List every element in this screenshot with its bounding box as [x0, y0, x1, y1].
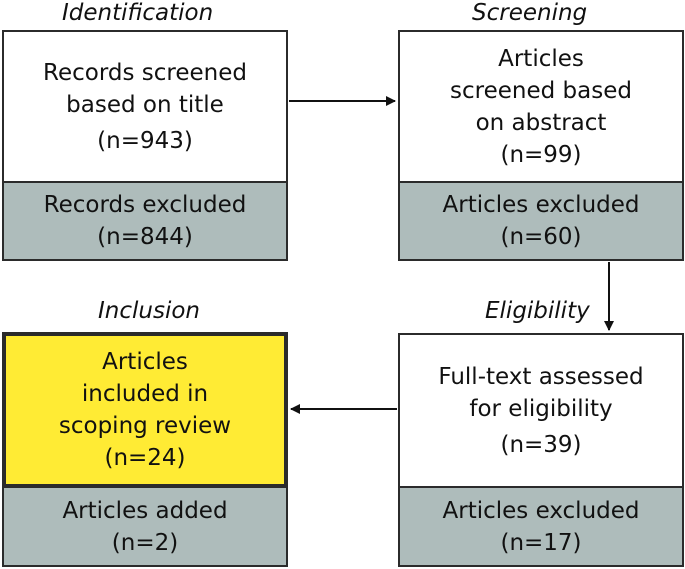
included-articles-box: Articles included in scoping review (n=2…: [2, 332, 288, 488]
articles-added-label: Articles added: [62, 497, 228, 524]
records-excluded-count: (n=844): [97, 224, 193, 250]
fulltext-excluded-label: Articles excluded: [442, 497, 640, 524]
abstract-screening-line-2: screened based: [450, 77, 632, 104]
abstract-screening-box: Articles screened based on abstract (n=9…: [398, 30, 684, 183]
title-screening-line-2: based on title: [66, 91, 224, 118]
records-excluded-label: Records excluded: [43, 192, 247, 218]
stage-label-inclusion: Inclusion: [98, 298, 200, 324]
abstract-screening-line-1: Articles: [498, 45, 584, 72]
stage-label-identification: Identification: [62, 0, 214, 26]
included-articles-line-2: included in: [81, 381, 209, 407]
fulltext-assessment-line-1: Full-text assessed: [438, 363, 644, 390]
fulltext-excluded-count: (n=17): [500, 529, 582, 556]
articles-added-box: Articles added (n=2): [2, 486, 288, 567]
stage-label-screening: Screening: [472, 0, 588, 26]
fulltext-excluded-box: Articles excluded (n=17): [398, 486, 684, 567]
abstract-screening-line-3: on abstract: [475, 109, 607, 136]
title-screening-count: (n=943): [97, 127, 193, 154]
abstract-excluded-box: Articles excluded (n=60): [398, 181, 684, 261]
included-articles-line-3: scoping review: [58, 413, 232, 439]
stage-label-eligibility: Eligibility: [485, 298, 590, 324]
abstract-excluded-label: Articles excluded: [442, 192, 640, 218]
abstract-excluded-count: (n=60): [500, 224, 582, 250]
fulltext-assessment-count: (n=39): [500, 431, 582, 458]
included-articles-line-1: Articles: [102, 349, 188, 375]
fulltext-assessment-line-2: for eligibility: [469, 395, 613, 422]
records-excluded-box: Records excluded (n=844): [2, 181, 288, 261]
title-screening-line-1: Records screened: [43, 59, 247, 86]
articles-added-count: (n=2): [111, 529, 179, 556]
included-articles-count: (n=24): [104, 445, 186, 471]
abstract-screening-count: (n=99): [500, 141, 582, 168]
fulltext-assessment-box: Full-text assessed for eligibility (n=39…: [398, 333, 684, 488]
title-screening-box: Records screened based on title (n=943): [2, 30, 288, 183]
